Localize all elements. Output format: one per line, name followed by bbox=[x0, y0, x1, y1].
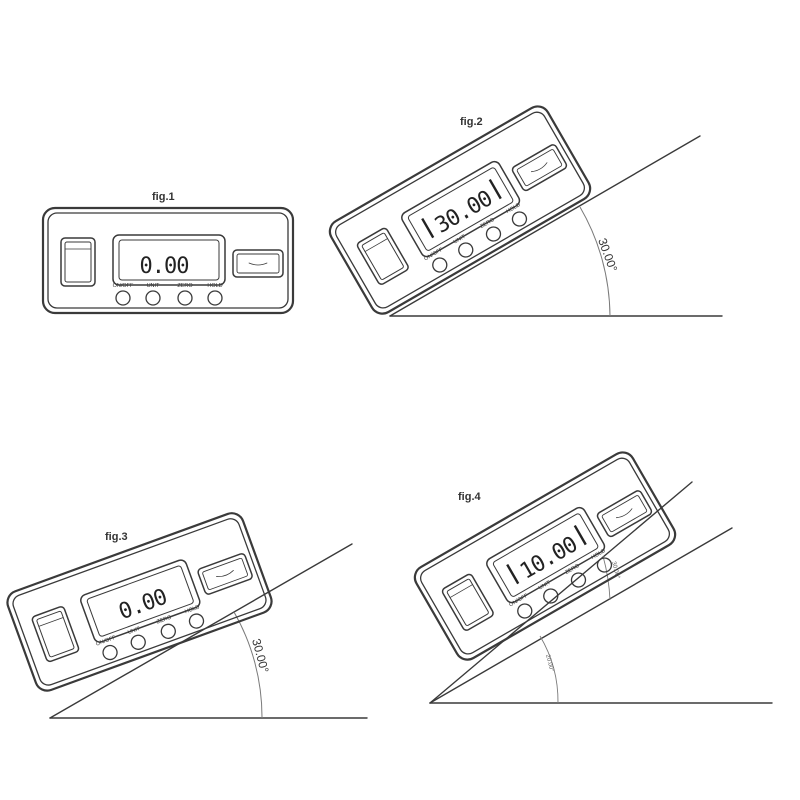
incline-line-lower bbox=[429, 527, 733, 704]
angle-arc bbox=[602, 555, 611, 601]
incline-line-upper bbox=[429, 481, 693, 704]
button-label: UNIT bbox=[453, 233, 468, 245]
button-label: UNIT bbox=[127, 626, 142, 636]
figure-caption: fig.3 bbox=[105, 531, 128, 543]
button-label: UNIT bbox=[147, 283, 160, 289]
inclinometer-device: 30.00 ON/OFF UNIT ZERO HOLD bbox=[324, 100, 596, 320]
figure-caption: fig.1 bbox=[152, 191, 175, 203]
button-label: ZERO bbox=[177, 283, 193, 289]
angle-label: 30.00° bbox=[595, 236, 620, 274]
button-label: ZERO bbox=[156, 614, 173, 625]
angle-label: 30.00° bbox=[249, 637, 272, 674]
angle-arc bbox=[579, 206, 611, 317]
button-label: HOLD bbox=[184, 604, 200, 615]
figure-caption: fig.2 bbox=[460, 116, 483, 128]
button-label: HOLD bbox=[207, 283, 222, 289]
incline-line bbox=[389, 135, 701, 317]
button-label: HOLD bbox=[505, 202, 521, 215]
inclinometer-device: 0.00 ON/OFF UNIT ZERO HOLD bbox=[41, 206, 295, 315]
figure-caption: fig.4 bbox=[458, 491, 481, 503]
figure-4: fig.4 20.00° 30.00° 10.00 ON/OFF UNIT ZE… bbox=[409, 446, 773, 704]
angle-label-small: 20.00° bbox=[544, 654, 554, 673]
figure-1: fig.1 0.00 ON/OFF UNIT ZERO HOLD bbox=[41, 191, 295, 315]
figure-3: fig.3 30.00° 0.00 ON/OFF UNIT ZERO HOLD bbox=[2, 508, 368, 719]
lcd-display: 0.00 bbox=[140, 254, 189, 279]
button-label: ON/OFF bbox=[95, 635, 117, 648]
inclinometer-device: 10.00 ON/OFF UNIT ZERO HOLD bbox=[409, 446, 681, 666]
angle-arc-small bbox=[539, 635, 559, 704]
button-label: ON/OFF bbox=[113, 283, 134, 289]
button-label: UNIT bbox=[538, 579, 553, 591]
incline-line bbox=[49, 543, 353, 719]
figure-2: fig.2 30.00° 30.00 ON/OFF UNIT ZERO HOLD bbox=[324, 100, 723, 320]
